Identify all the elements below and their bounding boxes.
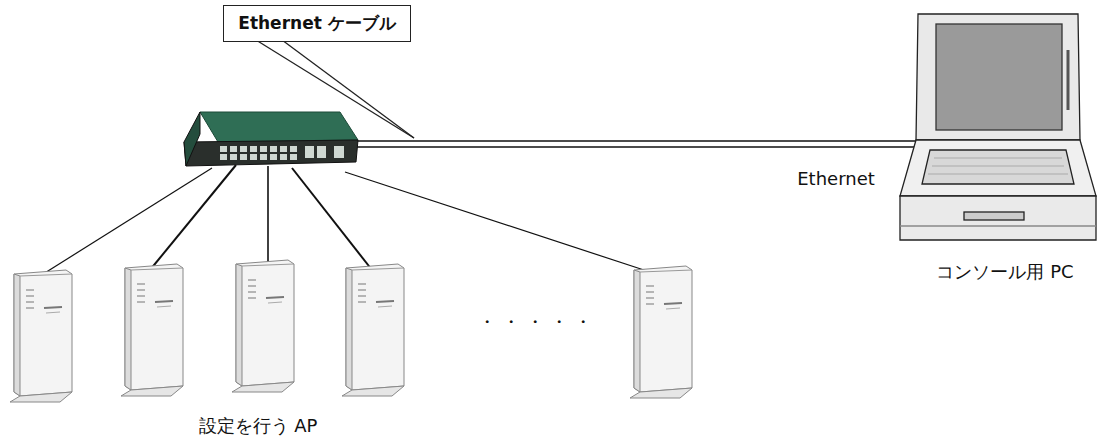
device-label: コンソール用 PC <box>936 260 1073 284</box>
group-label: 設定を行う AP <box>199 414 318 438</box>
interface-label: Ethernet <box>797 168 875 189</box>
callout-text: Ethernet ケーブル <box>238 12 395 35</box>
ellipsis-mark: ・・・・・ <box>478 310 598 334</box>
callout-box: Ethernet ケーブル <box>223 5 410 42</box>
